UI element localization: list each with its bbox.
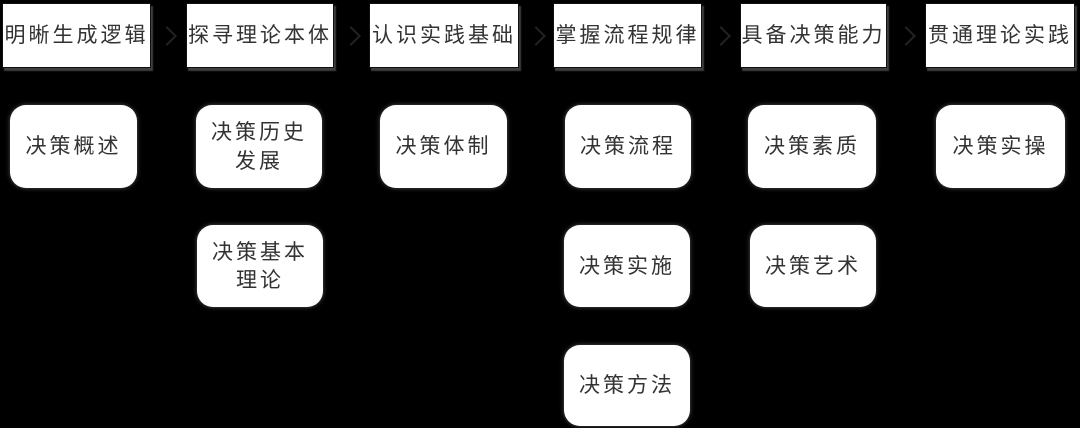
arrow-right-icon [341, 26, 361, 46]
stage-header-theory-ontology: 探寻理论本体 [186, 3, 334, 68]
arrow-right-icon [896, 26, 916, 46]
topic-node-decision-implementation: 决策实施 [564, 225, 690, 307]
topic-node-label: 决策基本 理论 [212, 239, 308, 292]
topic-node-decision-methods: 决策方法 [564, 345, 690, 426]
arrow-right-icon [157, 26, 177, 46]
topic-node-label: 决策流程 [580, 134, 676, 159]
stage-header-decision-ability: 具备决策能力 [740, 3, 887, 68]
topic-node-decision-system: 决策体制 [380, 105, 507, 188]
stage-header-process-rules: 掌握流程规律 [553, 3, 702, 68]
stage-header-label: 明晰生成逻辑 [4, 23, 149, 48]
arrow-right-icon [711, 26, 731, 46]
topic-node-basic-theory: 决策基本 理论 [197, 225, 323, 307]
arrow-right-icon [526, 26, 546, 46]
topic-node-decision-history: 决策历史 发展 [196, 105, 322, 188]
topic-node-decision-process: 决策流程 [565, 105, 691, 188]
stage-header-label: 贯通理论实践 [928, 23, 1072, 48]
topic-node-decision-art: 决策艺术 [750, 225, 876, 307]
topic-node-label: 决策艺术 [765, 253, 861, 278]
topic-node-label: 决策概述 [25, 134, 122, 159]
stage-header-label: 探寻理论本体 [188, 23, 332, 48]
stage-header-label: 认识实践基础 [372, 23, 516, 48]
topic-node-label: 决策方法 [579, 373, 675, 398]
stage-header-practice-basis: 认识实践基础 [369, 3, 519, 68]
topic-node-label: 决策体制 [395, 134, 492, 159]
topic-node-label: 决策实操 [952, 134, 1049, 159]
stage-header-label: 具备决策能力 [741, 23, 886, 48]
stage-header-label: 掌握流程规律 [555, 23, 700, 48]
stage-header-generation-logic: 明晰生成逻辑 [2, 3, 151, 68]
topic-node-decision-practice: 决策实操 [936, 105, 1065, 188]
topic-node-label: 决策历史 发展 [211, 120, 307, 173]
stage-header-theory-practice: 贯通理论实践 [925, 3, 1075, 68]
topic-node-label: 决策素质 [764, 134, 860, 159]
topic-node-decision-quality: 决策素质 [748, 105, 876, 188]
topic-node-label: 决策实施 [579, 253, 675, 278]
topic-node-decision-overview: 决策概述 [10, 105, 137, 188]
